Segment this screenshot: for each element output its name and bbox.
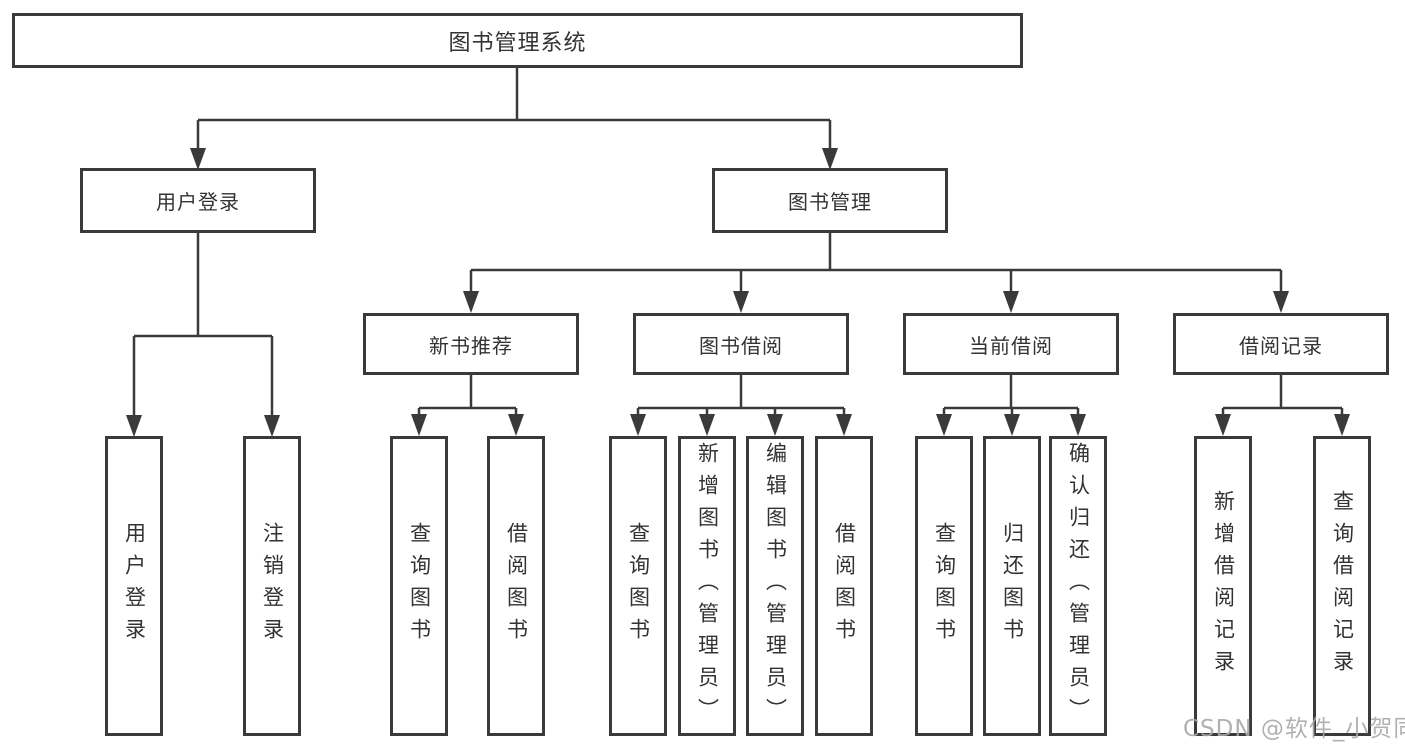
leaf-return-books: 归还图书	[983, 436, 1041, 736]
node-book-borrowing-label: 图书借阅	[699, 333, 783, 358]
node-user-login: 用户登录	[80, 168, 316, 233]
leaf-query-books-recommend: 查询图书	[390, 436, 448, 736]
node-current-borrowing: 当前借阅	[903, 313, 1119, 375]
leaf-logout: 注销登录	[243, 436, 301, 736]
arrowhead-icon	[936, 414, 952, 436]
arrowhead-icon	[264, 415, 280, 437]
leaf-user-login: 用户登录	[105, 436, 163, 736]
node-new-book-recommend-label: 新书推荐	[429, 333, 513, 358]
arrowhead-icon	[1215, 414, 1231, 436]
node-borrowing-records-label: 借阅记录	[1239, 333, 1323, 358]
leaf-logout-label: 注销登录	[260, 522, 285, 650]
leaf-query-books-recommend-label: 查询图书	[407, 522, 432, 650]
leaf-query-books-borrowing: 查询图书	[609, 436, 667, 736]
node-root-label: 图书管理系统	[448, 30, 587, 56]
arrowhead-icon	[411, 414, 427, 436]
leaf-add-books-admin-label: 新增图书（管理员）	[695, 442, 720, 730]
leaf-user-login-label: 用户登录	[122, 522, 147, 650]
leaf-confirm-return-admin-label: 确认归还（管理员）	[1066, 442, 1091, 730]
node-book-management-label: 图书管理	[788, 190, 872, 214]
leaf-query-books-current: 查询图书	[915, 436, 973, 736]
connector-lines	[132, 68, 1344, 415]
arrowhead-icon	[508, 414, 524, 436]
arrowhead-icon	[767, 414, 783, 436]
arrowhead-icon	[126, 415, 142, 437]
leaf-query-books-current-label: 查询图书	[932, 522, 957, 650]
node-user-login-label: 用户登录	[156, 190, 240, 214]
leaf-borrow-books-recommend-label: 借阅图书	[504, 522, 529, 650]
leaf-borrow-books-recommend: 借阅图书	[487, 436, 545, 736]
leaf-add-borrow-record-label: 新增借阅记录	[1211, 490, 1236, 682]
node-borrowing-records: 借阅记录	[1173, 313, 1389, 375]
leaf-edit-books-admin: 编辑图书（管理员）	[746, 436, 804, 736]
leaf-edit-books-admin-label: 编辑图书（管理员）	[763, 442, 788, 730]
arrowhead-icon	[463, 291, 479, 313]
arrowhead-icon	[836, 414, 852, 436]
leaf-return-books-label: 归还图书	[1000, 522, 1025, 650]
arrowhead-icon	[1003, 291, 1019, 313]
arrowhead-icon	[1273, 291, 1289, 313]
leaf-query-borrow-record: 查询借阅记录	[1313, 436, 1371, 736]
node-root: 图书管理系统	[12, 13, 1023, 68]
arrowhead-icon	[1334, 414, 1350, 436]
node-new-book-recommend: 新书推荐	[363, 313, 579, 375]
arrowhead-icon	[1070, 414, 1086, 436]
arrowhead-icon	[1004, 414, 1020, 436]
arrowhead-icon	[190, 148, 206, 170]
leaf-confirm-return-admin: 确认归还（管理员）	[1049, 436, 1107, 736]
node-current-borrowing-label: 当前借阅	[969, 333, 1053, 358]
arrowheads	[126, 148, 1350, 437]
leaf-borrow-books-label: 借阅图书	[832, 522, 857, 650]
leaf-borrow-books: 借阅图书	[815, 436, 873, 736]
csdn-watermark: CSDN @软件_小贺同学	[1183, 716, 1405, 742]
arrowhead-icon	[733, 291, 749, 313]
node-book-management: 图书管理	[712, 168, 948, 233]
leaf-query-borrow-record-label: 查询借阅记录	[1330, 490, 1355, 682]
leaf-query-books-borrowing-label: 查询图书	[626, 522, 651, 650]
arrowhead-icon	[822, 148, 838, 170]
arrowhead-icon	[699, 414, 715, 436]
leaf-add-books-admin: 新增图书（管理员）	[678, 436, 736, 736]
leaf-add-borrow-record: 新增借阅记录	[1194, 436, 1252, 736]
arrowhead-icon	[630, 414, 646, 436]
node-book-borrowing: 图书借阅	[633, 313, 849, 375]
